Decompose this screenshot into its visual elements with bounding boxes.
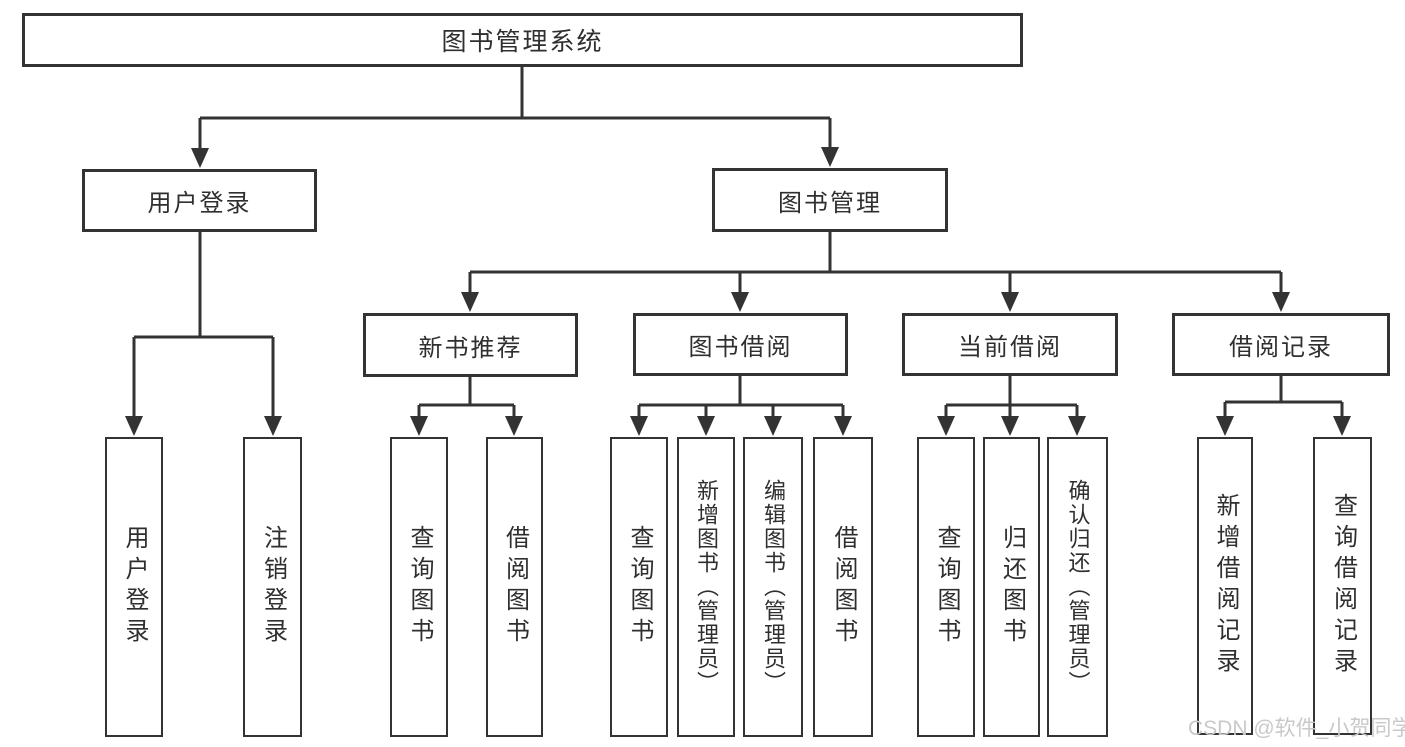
leaf-query-borrow-record: 查询借阅记录 [1313,437,1372,735]
node-new-book-recommend: 新书推荐 [363,313,578,377]
leaf-confirm-return-admin: 确认归还（管理员） [1047,437,1108,737]
leaf-query-books-borrow: 查询图书 [610,437,668,737]
node-book-borrow: 图书借阅 [633,313,848,376]
leaf-logout: 注销登录 [243,437,302,737]
leaf-borrow-books-recommend: 借阅图书 [486,437,543,737]
leaf-user-login: 用户登录 [105,437,163,737]
csdn-watermark: CSDN @软件_小贺同学 [1188,717,1405,740]
leaf-query-books-current: 查询图书 [917,437,975,737]
leaf-add-book-admin: 新增图书（管理员） [677,437,735,737]
node-library-system: 图书管理系统 [22,13,1023,67]
leaf-query-books-recommend: 查询图书 [390,437,448,737]
leaf-borrow-books: 借阅图书 [813,437,873,737]
node-user-login: 用户登录 [82,169,317,232]
leaf-add-borrow-record: 新增借阅记录 [1197,437,1253,735]
node-current-borrow: 当前借阅 [902,313,1118,376]
leaf-edit-book-admin: 编辑图书（管理员） [743,437,803,737]
leaf-return-book: 归还图书 [983,437,1040,737]
node-borrow-records: 借阅记录 [1172,313,1390,376]
node-book-management: 图书管理 [712,168,948,232]
